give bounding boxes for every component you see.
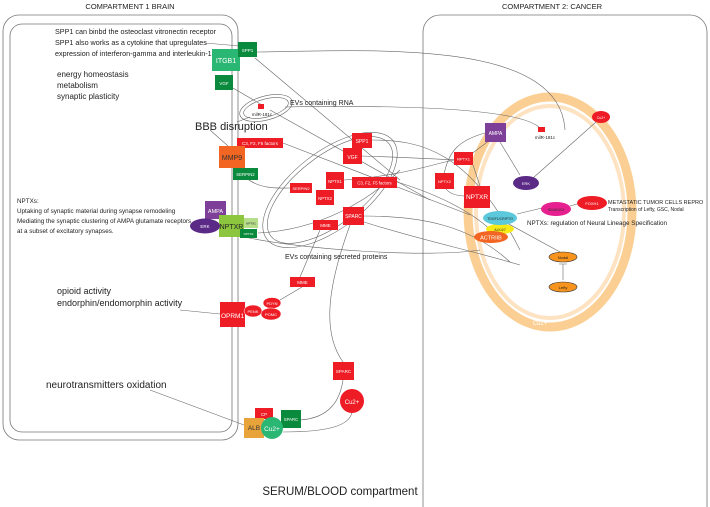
node-nptxr-cancer: NPTXR: [466, 194, 488, 201]
node-erk-cancer: ERK: [522, 181, 531, 186]
opioid-note-2: endorphin/endomorphin activity: [57, 298, 183, 308]
node-nptx2-brain: NPTX2: [244, 232, 254, 236]
spp1-note-1: SPP1 can binbd the osteoclast vitronecti…: [55, 27, 217, 36]
ev-rna-label: EVs containing RNA: [290, 100, 354, 107]
metastatic-note-1: METASTATIC TUMOR CELLS REPRO: [608, 200, 704, 206]
serum-nodes: MME SPARC Cu2+ CP ALB SPARC Cu2+: [244, 277, 364, 439]
node-nptx2-cancer: NPTX2: [438, 179, 452, 184]
vgf-note-3: synaptic plasticity: [57, 92, 119, 101]
node-cp: CP: [261, 412, 267, 417]
node-serpin2-ev: SERPIN2: [292, 186, 310, 191]
node-ampa-brain: AMPA: [208, 209, 224, 215]
nptx-note-3: Mediating the synaptic clustering of AMP…: [17, 218, 191, 225]
node-alk47: ALK4/7: [494, 228, 506, 232]
metastatic-note-2: Transcription of Lefty, GSC, Nodal: [608, 207, 684, 213]
node-actriib: ACTRIIB: [480, 236, 502, 242]
node-mir181c-brain: milR-181c: [252, 112, 273, 117]
node-vgf-ev: VGF: [347, 155, 357, 161]
node-vgf-brain: VGF: [219, 81, 229, 86]
connections: [149, 42, 597, 433]
node-tdgf1: TDGF1/CRIPTO: [487, 217, 513, 221]
node-erk-brain: ERK: [200, 224, 209, 229]
nptx-note-4: at a subset of excitatory synapses.: [17, 228, 114, 235]
node-nptx1-cancer: NPTX1: [457, 157, 471, 162]
nptx-note-2: Uptaking of synaptic material during syn…: [17, 208, 176, 215]
node-nptx1-brain: NPTX1: [246, 222, 256, 226]
nptx-note-1: NPTXs:: [17, 198, 39, 205]
node-pdyn: PDYN: [266, 301, 277, 306]
node-lefty: Lefty: [559, 285, 568, 290]
cancer-nodes: AMPA milR-181c Cu2+ NPTX1 NPTX2 NPTXR ER…: [435, 111, 610, 293]
ev-nodes: SPP1 VGF NPTX1 NPTX2 SERPIN2 C3, F2, F5 …: [290, 133, 397, 230]
node-serpin2-brain: SERPIN2: [236, 172, 255, 177]
opioid-note-1: opioid activity: [57, 286, 112, 296]
neuro-note: neurotransmitters oxidation: [46, 380, 167, 391]
node-penk: PENK: [248, 309, 259, 314]
node-oprm1: OPRM1: [221, 313, 245, 320]
node-mmp9: MMP9: [222, 155, 242, 162]
node-mme-ev: MME: [320, 223, 331, 228]
node-cu-red: Cu2+: [345, 400, 360, 406]
tumor-cell-inner: [474, 104, 626, 320]
node-cu-green: Cu2+: [264, 426, 280, 433]
node-nodal: Nodal: [558, 255, 569, 260]
node-alb: ALB: [248, 425, 260, 432]
cancer-compartment-title: COMPARTMENT 2: CANCER: [502, 2, 603, 11]
ev-rna-vesicle: [239, 94, 293, 122]
bbb-label: BBB disruption: [195, 121, 268, 133]
node-nptx1-ev: NPTX1: [328, 179, 342, 184]
cancer-compartment-box: [422, 14, 708, 507]
node-mir181c-cancer: milR-181c: [535, 135, 556, 140]
serum-compartment-title: SERUM/BLOOD compartment: [262, 486, 418, 498]
spp1-note-3: expression of interferon-gamma and inter…: [55, 49, 216, 58]
brain-nodes: ITGB1 SPP1 VGF milR-181c C3, F2, F5 fact…: [190, 42, 283, 327]
node-cu-cancer: Cu2+: [597, 116, 605, 120]
node-sparc-ev: SPARC: [345, 214, 362, 220]
node-pomc: POMC: [265, 312, 277, 317]
nptx-regulation-note: NPTXs: regulation of Neural Lineage Spec…: [527, 220, 668, 227]
node-foxh1: FOXH1: [585, 201, 599, 206]
spp1-note-2: SPP1 also works as a cytokine that upreg…: [55, 38, 207, 47]
node-spp1-ev: SPP1: [356, 139, 369, 145]
node-mme-serum: MME: [297, 280, 308, 285]
node-nptx2-ev: NPTX2: [318, 196, 332, 201]
node-c3-ev: C3, F2, F5 factors: [357, 181, 391, 186]
vgf-note-2: metabolism: [57, 81, 98, 90]
brain-compartment-title: COMPARTMENT 1 BRAIN: [85, 2, 174, 11]
node-spp1-brain: SPP1: [242, 48, 254, 53]
node-sparc-serum: SPARC: [336, 369, 352, 374]
cell-cu-label: Cu2+: [533, 321, 548, 327]
node-sparc-green: SPARC: [284, 417, 299, 422]
tumor-cell-membrane: [463, 92, 637, 332]
node-c3-brain: C3, F2, F5 factors: [242, 141, 279, 146]
ev-protein-label: EVs containing secreted proteins: [285, 254, 388, 261]
node-nptxr-brain: NPTXR: [220, 224, 244, 231]
node-smad23: SMAD2/3: [548, 208, 564, 212]
node-itgb1: ITGB1: [216, 58, 236, 65]
node-ampa-cancer: AMPA: [489, 131, 503, 137]
vgf-note-1: energy homeostasis: [57, 70, 129, 79]
